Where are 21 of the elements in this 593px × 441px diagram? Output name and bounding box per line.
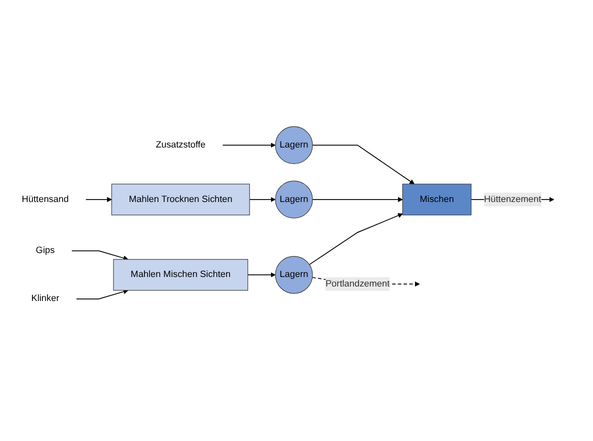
node-text: Zusatzstoffe [156, 140, 206, 150]
arrow [247, 272, 276, 278]
node-circle: Lagern [275, 180, 313, 218]
node-text: Hüttensand [22, 194, 69, 204]
arrow [249, 197, 276, 202]
node-box: Mischen [402, 184, 472, 216]
node-box: Mahlen Mischen Sichten [113, 259, 248, 291]
arrow [85, 197, 112, 202]
node-text: Klinker [31, 294, 60, 304]
arrow [222, 142, 276, 148]
arrow [309, 213, 403, 265]
node-box: Mahlen Trocknen Sichten [111, 184, 250, 216]
arrow [312, 144, 414, 184]
edge-label: Portlandzement [325, 278, 390, 289]
arrow [76, 289, 128, 300]
node-text: Gips [36, 246, 55, 256]
node-circle: Lagern [275, 126, 313, 164]
arrow [71, 250, 128, 261]
arrow [312, 197, 403, 202]
node-circle: Lagern [275, 256, 313, 294]
edge-label: Hüttenzement [484, 194, 542, 204]
